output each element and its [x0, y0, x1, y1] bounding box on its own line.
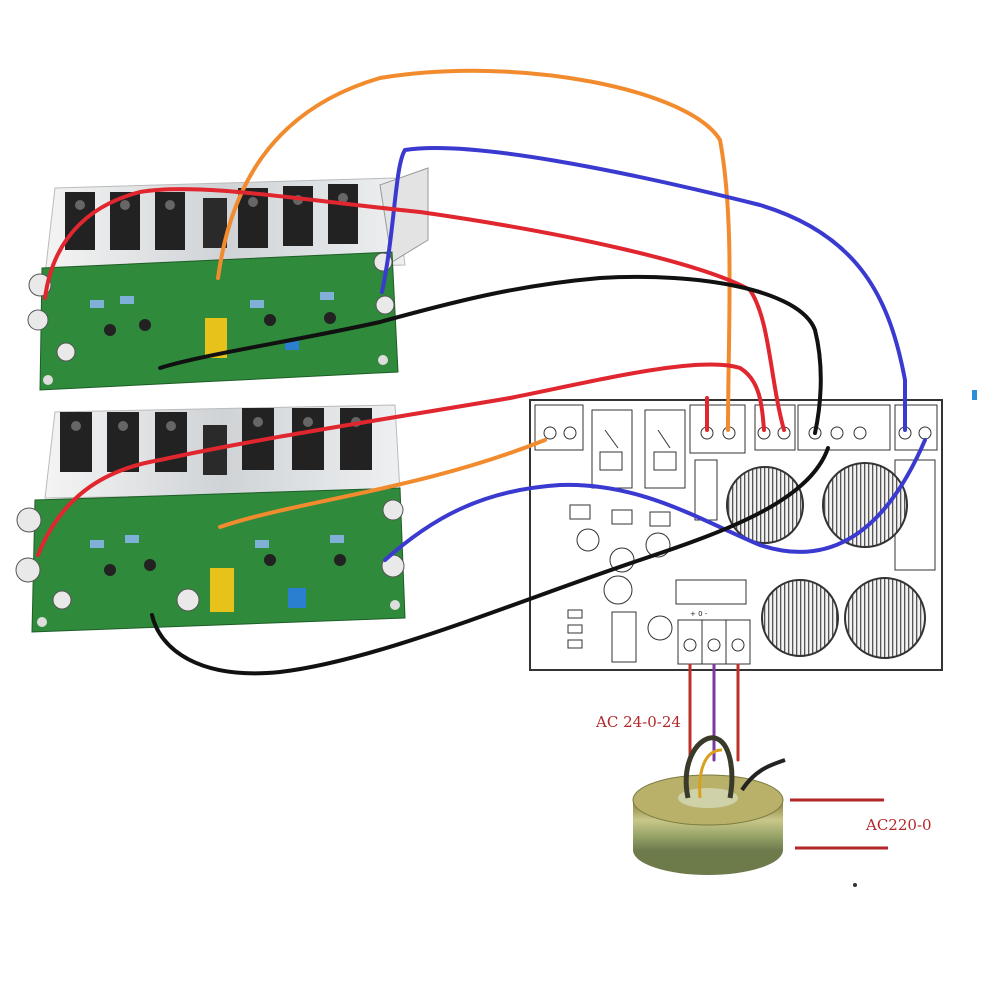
wire-orange-top — [216, 68, 732, 432]
wire-black-bottom — [150, 446, 830, 676]
wire-red-top — [43, 187, 786, 432]
amplifier-board-top — [27, 167, 429, 391]
wire-orange-bottom — [218, 438, 547, 529]
wires — [36, 68, 927, 762]
components-bottom — [15, 499, 405, 627]
wire-black-top — [158, 274, 823, 435]
secondary-voltage-label: AC 24-0-24 — [595, 713, 681, 731]
components-top — [27, 252, 395, 385]
primary-voltage-label: AC220-0 — [865, 816, 932, 834]
winding-leads-icon — [683, 735, 735, 799]
amplifier-board-bottom — [15, 404, 406, 633]
blue-marker — [972, 390, 977, 400]
dot-marker — [853, 883, 857, 887]
wire-blue-bottom — [383, 438, 927, 562]
wire-blue-top — [380, 146, 907, 432]
toroidal-transformer — [632, 735, 786, 875]
ac-terminal-text: + 0 - — [690, 610, 708, 618]
filter-capacitors — [726, 462, 926, 659]
pcb-bottom — [31, 487, 406, 633]
power-transistors-top — [65, 184, 358, 250]
wire-red-bottom — [36, 362, 766, 557]
